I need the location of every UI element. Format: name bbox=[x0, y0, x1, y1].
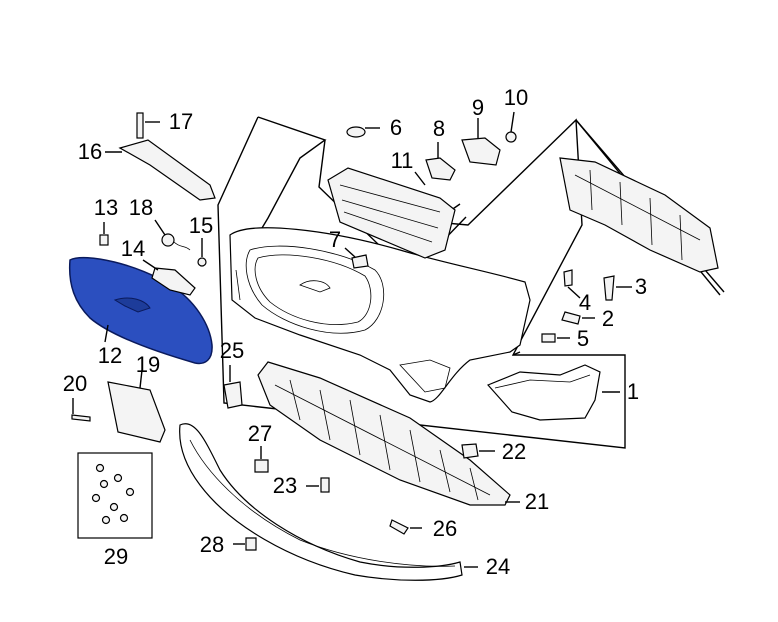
part-20-bolt bbox=[71, 398, 91, 422]
part-14-bracket bbox=[142, 259, 196, 296]
callout-1: 1 bbox=[626, 379, 640, 404]
callout-13: 13 bbox=[93, 195, 119, 220]
callout-26: 26 bbox=[432, 516, 458, 541]
part-24-lower-lip bbox=[179, 423, 478, 581]
callout-16: 16 bbox=[77, 139, 103, 164]
part-13-clip bbox=[99, 222, 109, 246]
part-2-clip bbox=[561, 311, 595, 325]
callout-4: 4 bbox=[578, 290, 592, 315]
callout-7: 7 bbox=[328, 227, 342, 252]
callout-6: 6 bbox=[389, 115, 403, 140]
part-18-sensor bbox=[154, 219, 191, 251]
callout-19: 19 bbox=[135, 352, 161, 377]
callout-27: 27 bbox=[247, 421, 273, 446]
callout-12: 12 bbox=[97, 343, 123, 368]
callout-17: 17 bbox=[168, 109, 194, 134]
part-10-clip bbox=[505, 111, 517, 143]
callout-18: 18 bbox=[128, 195, 154, 220]
part-15-clip bbox=[197, 238, 207, 267]
part-21-lower-grille bbox=[257, 361, 520, 506]
callout-28: 28 bbox=[199, 532, 225, 557]
callout-23: 23 bbox=[272, 473, 298, 498]
callout-21: 21 bbox=[524, 489, 550, 514]
part-22-clip bbox=[461, 443, 495, 459]
part-26-fastener bbox=[389, 519, 422, 535]
absorber bbox=[559, 157, 719, 273]
part-1-bumper-cover bbox=[229, 227, 531, 403]
callout-3: 3 bbox=[634, 274, 648, 299]
callout-5: 5 bbox=[576, 326, 590, 351]
part-12-grille-highlighted bbox=[68, 256, 213, 365]
part-25-bracket bbox=[223, 365, 243, 409]
part-23-fastener bbox=[306, 477, 330, 493]
part-19-license-bracket bbox=[107, 369, 166, 443]
part-17-bolt bbox=[136, 112, 160, 139]
part-27-clip bbox=[254, 446, 269, 473]
part-7-clip bbox=[344, 247, 369, 269]
part-11-support bbox=[327, 167, 456, 259]
part-9-bracket bbox=[461, 118, 501, 166]
callout-11: 11 bbox=[390, 148, 414, 173]
part-8-bracket bbox=[425, 142, 456, 181]
callout-20: 20 bbox=[62, 371, 88, 396]
callout-9: 9 bbox=[471, 95, 485, 120]
callout-25: 25 bbox=[219, 338, 245, 363]
part-29-screw-kit bbox=[77, 452, 153, 539]
callout-29: 29 bbox=[103, 544, 129, 569]
part-16-bracket bbox=[105, 139, 216, 201]
part-3-pin bbox=[603, 275, 632, 301]
callout-15: 15 bbox=[188, 213, 214, 238]
part-4-pin bbox=[563, 269, 581, 299]
callout-22: 22 bbox=[501, 439, 527, 464]
leader-11 bbox=[414, 171, 426, 186]
callout-2: 2 bbox=[601, 306, 615, 331]
part-28-bolt bbox=[233, 537, 257, 551]
callout-10: 10 bbox=[503, 85, 529, 110]
part-1-side-bracket bbox=[486, 364, 620, 421]
callout-24: 24 bbox=[485, 554, 511, 579]
callout-8: 8 bbox=[432, 116, 446, 141]
callout-14: 14 bbox=[120, 236, 146, 261]
part-5-clip bbox=[541, 333, 570, 343]
part-6-clip bbox=[346, 126, 380, 138]
